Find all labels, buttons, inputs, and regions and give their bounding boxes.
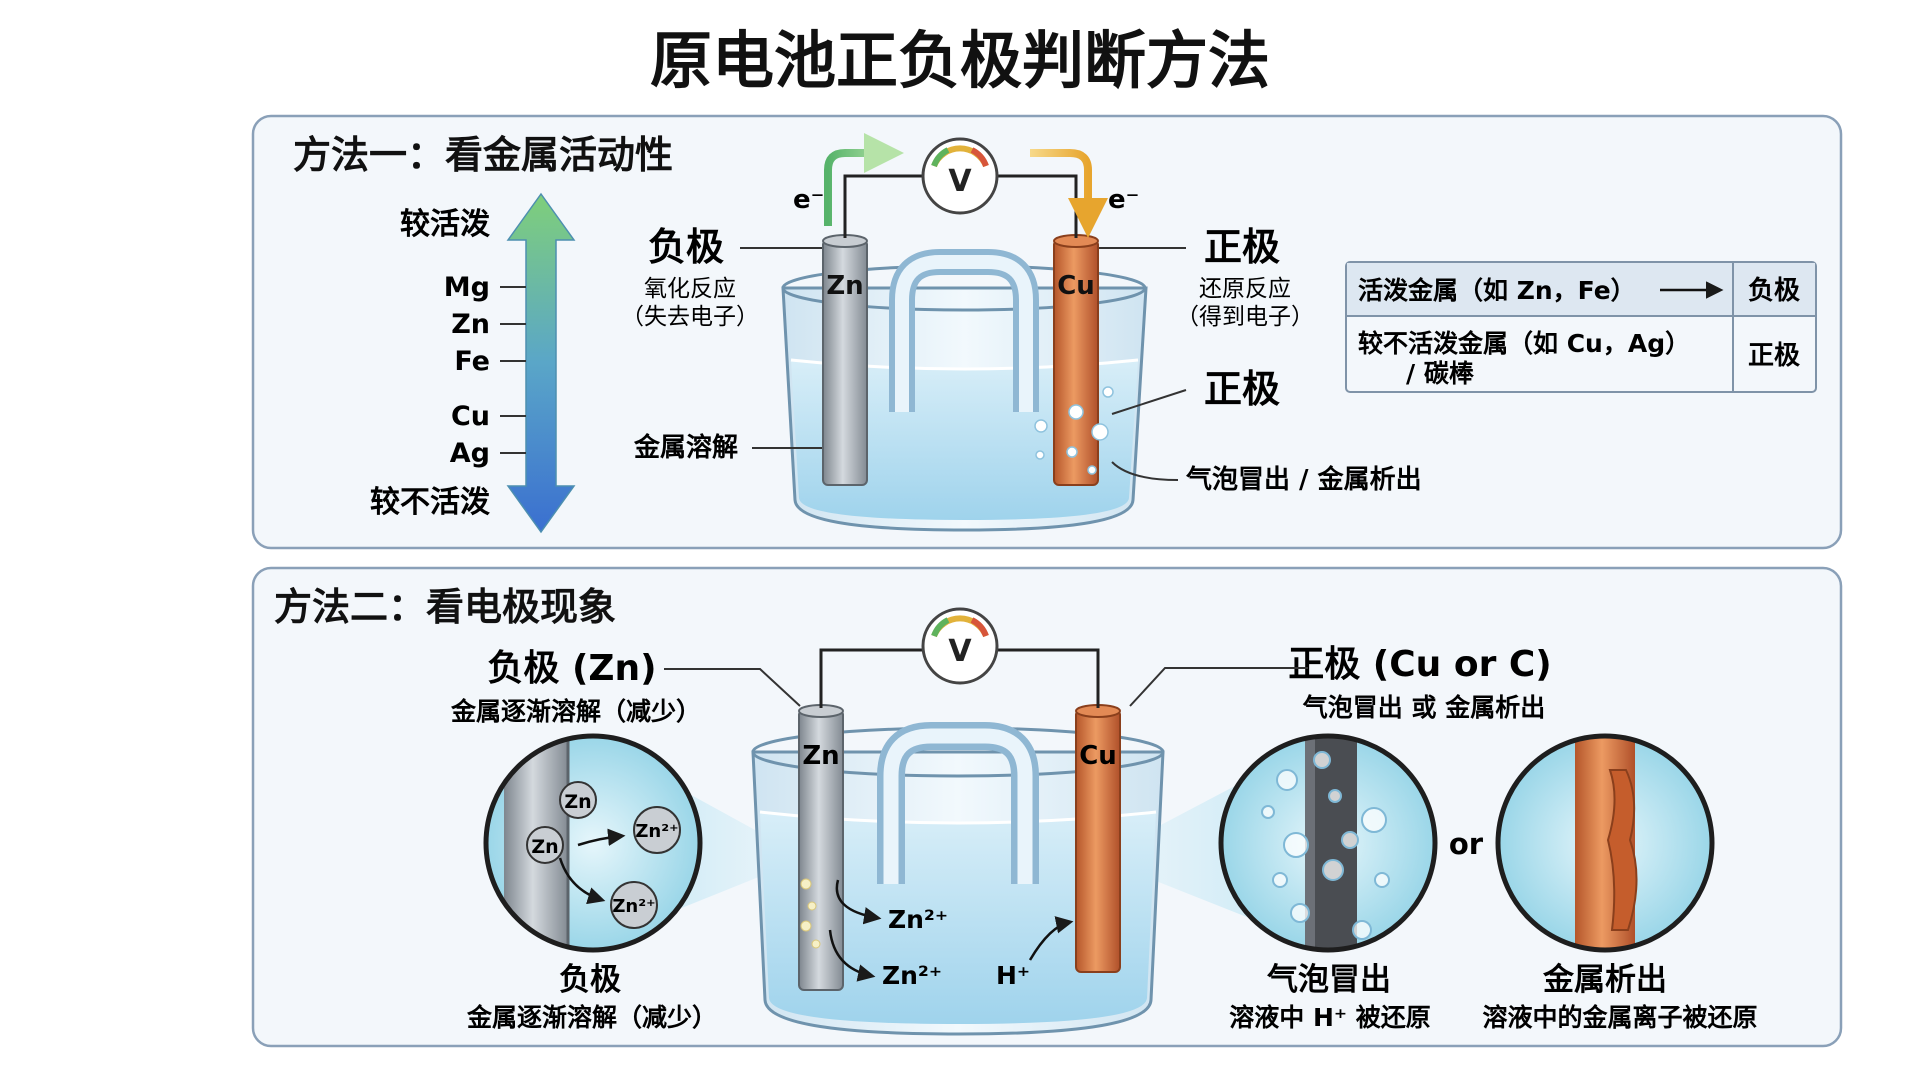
electron-label-left: e⁻ [793, 185, 824, 215]
deposit-sub: 溶液中的金属离子被还原 [1482, 1003, 1757, 1032]
zoom-circle-deposit [1495, 733, 1715, 953]
zn-ion-arrow-upper [835, 879, 882, 925]
zoom-circle-bubbles [1218, 733, 1438, 953]
positive-electrode-title-1b: 正极 [1204, 367, 1280, 411]
voltmeter-symbol-1: V [948, 164, 972, 199]
table-carbon-rod: / 碳棒 [1406, 359, 1475, 388]
voltmeter-2: V [921, 607, 999, 685]
negative-electrode-title-2: 负极 (Zn) [487, 648, 656, 689]
h-ion-label: H⁺ [996, 961, 1030, 990]
zn-ion-label-upper: Zn²⁺ [888, 905, 948, 934]
metal-zn: Zn [451, 309, 490, 340]
copper-label-2: Cu [1079, 741, 1117, 771]
positive-electrode-sub-2: 气泡冒出 或 金属析出 [1302, 693, 1545, 722]
table-inactive-result: 正极 [1748, 341, 1801, 371]
or-text: or [1449, 827, 1484, 861]
positive-electrode-reaction-1: 还原反应 [1199, 276, 1291, 302]
activity-bottom-label: 较不活泼 [370, 485, 490, 520]
zoom-atom-1: Zn [564, 791, 591, 813]
wire-2 [819, 648, 1100, 708]
activity-arrow [506, 192, 576, 534]
deposit-title: 金属析出 [1542, 962, 1667, 998]
positive-electrode-note-1: （得到电子） [1176, 304, 1314, 330]
activity-top-label: 较活泼 [400, 207, 490, 242]
table-inactive-metal: 较不活泼金属（如 Cu，Ag） [1358, 329, 1690, 358]
negative-electrode-sub-2: 金属逐渐溶解（减少） [450, 697, 701, 726]
table-active-metal: 活泼金属（如 Zn，Fe） [1358, 276, 1636, 305]
negative-electrode-note-1: （失去电子） [621, 304, 759, 330]
electron-flow-left [824, 133, 904, 226]
method-2-heading: 方法二：看电极现象 [274, 585, 616, 629]
bubble-sub: 溶液中 H⁺ 被还原 [1229, 1003, 1431, 1032]
bubbles-1 [1034, 386, 1114, 475]
voltmeter-1: V [921, 137, 999, 215]
h-ion-arrow [1028, 916, 1074, 961]
positive-electrode-title-1: 正极 [1204, 225, 1280, 269]
metal-dissolve-label: 金属溶解 [633, 432, 738, 463]
table-active-result: 负极 [1748, 276, 1801, 306]
page-title: 原电池正负极判断方法 [650, 24, 1270, 97]
zoom-zinc-title: 负极 [559, 962, 621, 998]
negative-electrode-title-1: 负极 [648, 225, 724, 269]
voltmeter-symbol-2: V [948, 634, 972, 669]
bubble-or-deposit-label: 气泡冒出 / 金属析出 [1185, 464, 1422, 495]
zoom-circle-zinc: Zn Zn Zn²⁺ Zn²⁺ [483, 733, 703, 953]
zoom-atom-2: Zn [531, 836, 558, 858]
bubble-title: 气泡冒出 [1266, 962, 1391, 998]
method-1-heading: 方法一：看金属活动性 [293, 133, 673, 177]
copper-label-1: Cu [1057, 271, 1095, 301]
zinc-label-2: Zn [802, 741, 839, 771]
electron-flow-right [1030, 149, 1108, 238]
metal-scale: Mg Zn Fe Cu Ag [444, 272, 526, 469]
electron-label-right: e⁻ [1108, 185, 1139, 215]
zinc-label-1: Zn [826, 271, 863, 301]
metal-ag: Ag [450, 438, 490, 469]
positive-electrode-title-2: 正极 (Cu or C) [1288, 644, 1551, 685]
metal-cu: Cu [451, 401, 490, 432]
zoom-ion-2: Zn²⁺ [612, 896, 655, 917]
dissolving-sparkles [800, 878, 821, 949]
metal-mg: Mg [444, 272, 490, 303]
rule-table: 活泼金属（如 Zn，Fe） 负极 较不活泼金属（如 Cu，Ag） / 碳棒 正极 [1345, 261, 1817, 393]
zoom-zinc-sub: 金属逐渐溶解（减少） [466, 1003, 717, 1032]
zn-ion-label-lower: Zn²⁺ [882, 961, 942, 990]
negative-electrode-reaction-1: 氧化反应 [644, 276, 736, 302]
zoom-ion-1: Zn²⁺ [635, 821, 678, 842]
zn-ion-arrow-lower [828, 929, 876, 982]
metal-fe: Fe [454, 346, 490, 377]
